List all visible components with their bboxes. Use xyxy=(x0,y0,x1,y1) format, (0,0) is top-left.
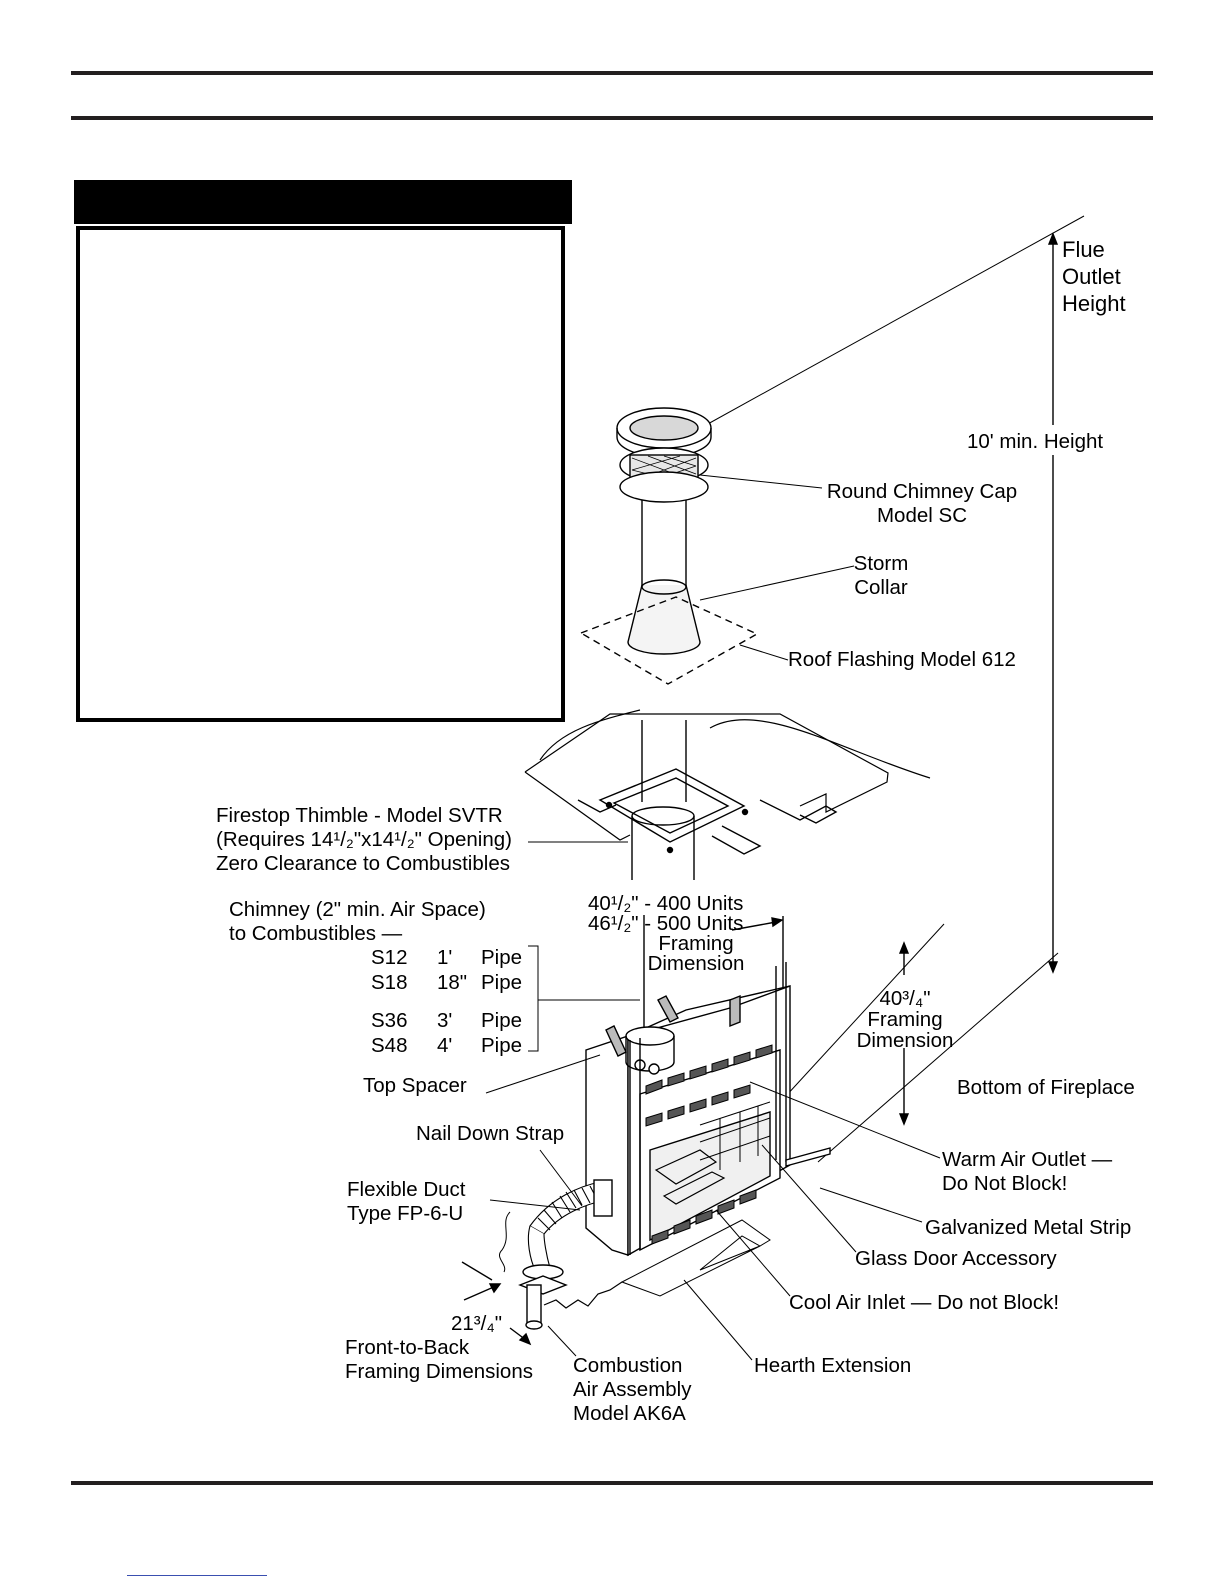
label-cool-air-inlet: Cool Air Inlet — Do not Block! xyxy=(789,1291,1060,1314)
label-flue-outlet-height: Flue Outlet Height xyxy=(1062,237,1126,316)
label-combustion-air: Combustion Air Assembly Model AK6A xyxy=(573,1354,692,1425)
footer-link-underline[interactable] xyxy=(127,1575,267,1576)
pipe-row: S12 xyxy=(371,946,408,969)
label-bottom-of-fireplace: Bottom of Fireplace xyxy=(957,1076,1135,1099)
label-flexible-duct: Flexible Duct Type FP-6-U xyxy=(347,1178,466,1225)
panel-box xyxy=(76,226,565,722)
label-framing-width: 40¹/₂" - 400 Units 46¹/₂" - 500 Units xyxy=(588,892,744,935)
pipe-row: 1' xyxy=(437,946,453,969)
label-front-to-back: Front-to-Back Framing Dimensions xyxy=(345,1336,533,1383)
panel-header-bar xyxy=(74,180,572,224)
top-rule-1 xyxy=(71,71,1153,75)
label-firestop-thimble: Firestop Thimble - Model SVTR (Requires … xyxy=(216,804,512,875)
label-hearth-extension: Hearth Extension xyxy=(754,1354,912,1377)
label-galvanized-strip: Galvanized Metal Strip xyxy=(925,1216,1132,1239)
label-roof-flashing: Roof Flashing Model 612 xyxy=(788,648,1016,671)
label-framing-width-caption: Framing Dimension xyxy=(647,932,745,975)
label-front-to-back-dimension: 21³/₄" xyxy=(451,1312,502,1335)
pipe-row: S18 xyxy=(371,971,408,994)
pipe-row: 4' xyxy=(437,1034,453,1057)
label-min-height: 10' min. Height xyxy=(967,430,1104,453)
pipe-row: S48 xyxy=(371,1034,408,1057)
label-framing-height: 40³/₄" Framing Dimension xyxy=(856,987,954,1052)
label-storm-collar: Storm Collar xyxy=(853,552,909,599)
pipe-row: S36 xyxy=(371,1009,408,1032)
pipe-row: 3' xyxy=(437,1009,453,1032)
pipe-row: Pipe xyxy=(481,1034,523,1057)
label-chimney-air-space: Chimney (2" min. Air Space) to Combustib… xyxy=(229,898,486,945)
label-warm-air-outlet: Warm Air Outlet — Do Not Block! xyxy=(942,1148,1113,1195)
bottom-rule xyxy=(71,1481,1153,1485)
label-glass-door: Glass Door Accessory xyxy=(855,1247,1057,1270)
label-nail-down-strap: Nail Down Strap xyxy=(416,1122,565,1145)
label-chimney-cap: Round Chimney Cap Model SC xyxy=(826,480,1018,527)
label-top-spacer: Top Spacer xyxy=(363,1074,467,1097)
pipe-row: Pipe xyxy=(481,946,523,969)
pipe-row: Pipe xyxy=(481,1009,523,1032)
pipe-row: 18" xyxy=(437,971,468,994)
top-rule-2 xyxy=(71,116,1153,120)
pipe-row: Pipe xyxy=(481,971,523,994)
